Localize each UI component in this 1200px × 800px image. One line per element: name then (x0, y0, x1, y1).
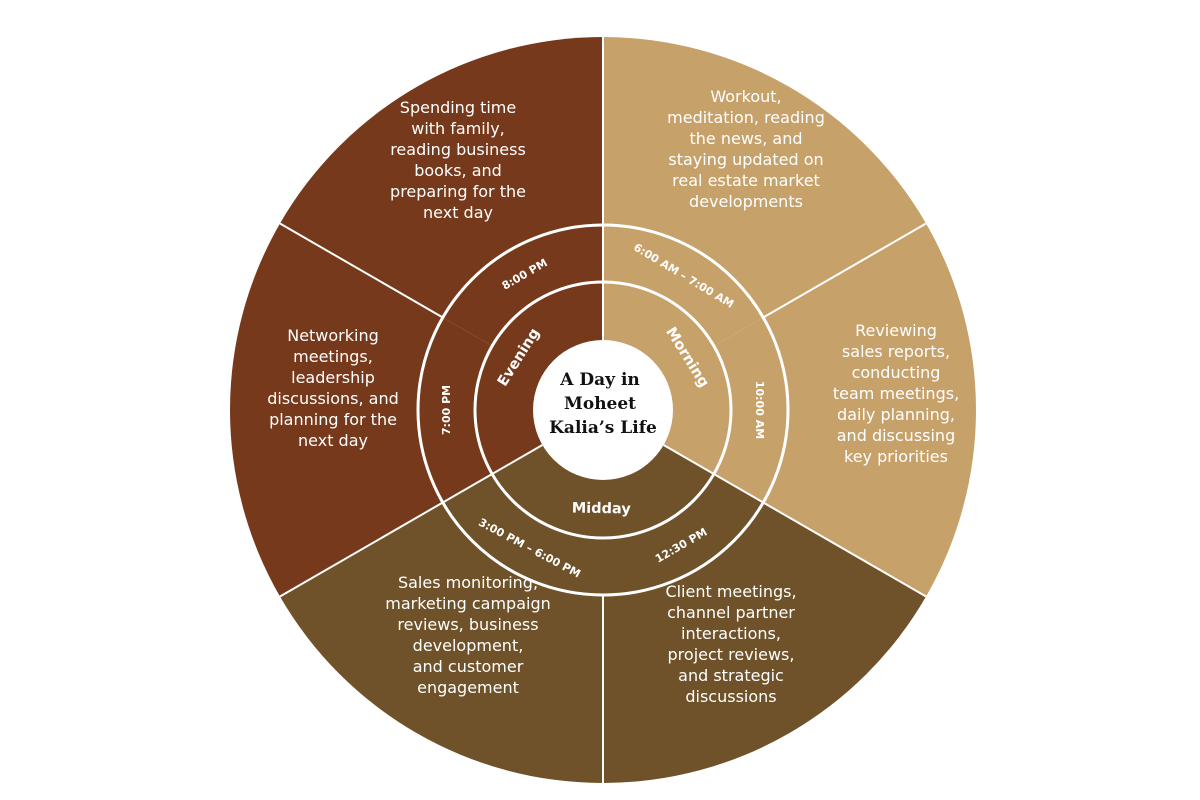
segment-text-line: team meetings, (833, 384, 959, 403)
segment-texts: Workout, meditation, reading the news, and… (267, 87, 959, 706)
diagram-title-line-2: Moheet (564, 394, 636, 414)
segment-text-line: leadership (291, 368, 375, 387)
segment-text-line: meetings, (293, 347, 373, 366)
segment-text-line: the news, and (689, 129, 802, 148)
segment-text-line: interactions, (681, 624, 781, 643)
diagram-title-line-3: Kalia’s Life (549, 418, 657, 438)
diagram-title-line-1: A Day in (559, 370, 639, 390)
segment-text-morning-late: Reviewing sales reports, conducting team me… (833, 321, 959, 466)
segment-text-line: developments (689, 192, 803, 211)
segment-dividers (279, 37, 927, 783)
center-circle (533, 340, 673, 480)
segment-text-line: staying updated on (668, 150, 823, 169)
segment-text-line: and customer (413, 657, 524, 676)
segment-text-line: and strategic (678, 666, 784, 685)
diagram-title: A Day in Moheet Kalia’s Life (549, 370, 657, 438)
segment-text-line: channel partner (667, 603, 795, 622)
segment-text-line: next day (423, 203, 493, 222)
segment-text-line: real estate market (672, 171, 820, 190)
segment-text-line: Workout, (710, 87, 781, 106)
segment-text-line: Client meetings, (665, 582, 796, 601)
segment-text-line: discussions (685, 687, 776, 706)
segment-morning-late (603, 223, 977, 597)
segment-text-line: Spending time (400, 98, 516, 117)
time-label-evening-early: 7:00 PM (440, 385, 453, 435)
segment-text-line: meditation, reading (667, 108, 825, 127)
segment-text-line: key priorities (844, 447, 948, 466)
outer-segments (229, 37, 977, 783)
segment-text-line: reading business (390, 140, 526, 159)
segment-text-line: Networking (287, 326, 379, 345)
segment-text-line: books, and (414, 161, 502, 180)
segment-text-line: and discussing (837, 426, 955, 445)
segment-text-line: discussions, and (267, 389, 399, 408)
period-label-midday: Midday (572, 500, 632, 517)
time-label-morning-late: 10:00 AM (753, 381, 766, 439)
segment-text-morning-early: Workout, meditation, reading the news, and… (667, 87, 825, 211)
segment-text-line: conducting (852, 363, 941, 382)
segment-divider (279, 222, 444, 319)
segment-text-line: reviews, business (397, 615, 538, 634)
ring-lines (416, 223, 790, 597)
segment-text-line: development, (413, 636, 524, 655)
segment-text-line: daily planning, (837, 405, 955, 424)
segment-text-line: marketing campaign (385, 594, 551, 613)
period-divider (279, 444, 543, 598)
period-divider (663, 444, 927, 598)
segment-text-midday-early: Client meetings, channel partner interacti… (665, 582, 796, 706)
segment-text-midday-late: Sales monitoring, marketing campaign revie… (385, 573, 551, 697)
segment-text-line: sales reports, (842, 342, 950, 361)
segment-divider (762, 222, 927, 319)
segment-text-evening-late: Spending time with family, reading busines… (390, 98, 526, 222)
center-circle-group: A Day in Moheet Kalia’s Life (533, 340, 673, 480)
segment-text-line: next day (298, 431, 368, 450)
segment-text-evening-early: Networking meetings, leadership discussions… (267, 326, 399, 450)
segment-text-line: Reviewing (855, 321, 937, 340)
ring-outer-line (416, 223, 790, 597)
ring-inner-line (473, 280, 733, 540)
segment-text-line: engagement (417, 678, 519, 697)
segment-text-line: project reviews, (668, 645, 795, 664)
segment-text-line: preparing for the (390, 182, 526, 201)
segment-text-line: Sales monitoring, (398, 573, 538, 592)
segment-text-line: with family, (411, 119, 505, 138)
segment-text-line: planning for the (269, 410, 397, 429)
segment-evening-early (229, 223, 603, 597)
